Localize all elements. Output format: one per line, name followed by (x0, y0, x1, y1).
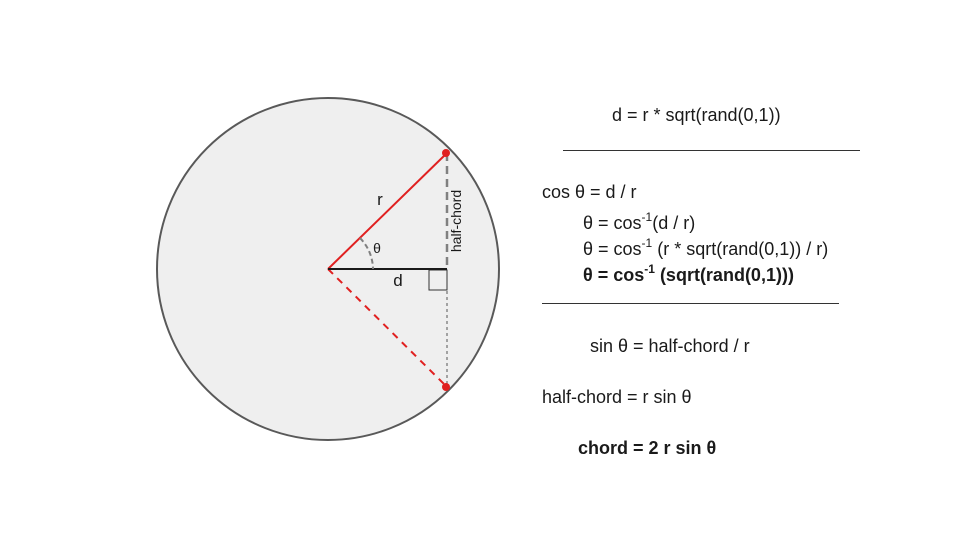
divider-middle (542, 303, 839, 304)
divider-top (563, 150, 860, 151)
half-chord-label: half-chord (448, 190, 464, 252)
radius-dashed-line (327, 268, 448, 388)
eq-chord: chord = 2 r sin θ (578, 438, 717, 458)
radius-label: r (377, 190, 383, 209)
eq-half-chord: half-chord = r sin θ (542, 387, 692, 407)
eq-distance-formula: d = r * sqrt(rand(0,1)) (612, 105, 781, 125)
eq-cos: cos θ = d / r (542, 182, 637, 202)
eq-theta-2: θ = cos-1 (r * sqrt(rand(0,1)) / r) (583, 236, 829, 259)
distance-label: d (393, 271, 402, 290)
chord-bottom-point (442, 383, 450, 391)
angle-arc (359, 237, 374, 270)
radius-line (327, 152, 448, 270)
chord-top-point (442, 149, 450, 157)
eq-theta-3: θ = cos-1 (sqrt(rand(0,1))) (583, 262, 794, 285)
eq-theta-1: θ = cos-1(d / r) (583, 210, 696, 233)
theta-label: θ (373, 240, 381, 256)
eq-sin: sin θ = half-chord / r (590, 336, 750, 356)
